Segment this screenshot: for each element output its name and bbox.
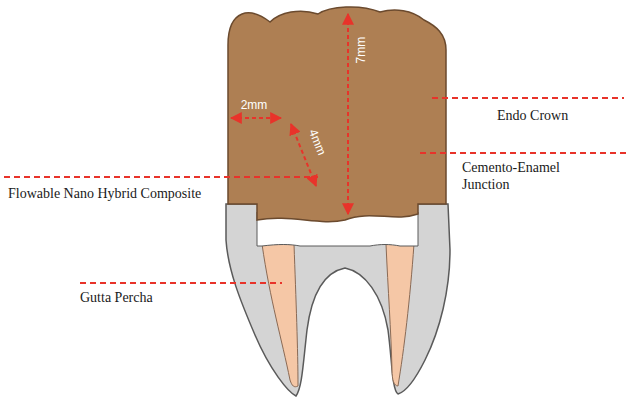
- part-label: Gutta Percha: [80, 290, 200, 307]
- dimension-label: 2mm: [241, 98, 268, 112]
- tooth-root: [226, 204, 450, 396]
- gutta-percha: [386, 244, 414, 386]
- part-label: Endo Crown: [497, 108, 617, 125]
- endo-crown: [228, 7, 446, 222]
- part-label: Cemento-Enamel Junction: [462, 160, 602, 194]
- dimension-arrows: [231, 14, 348, 214]
- leader-lines: [4, 98, 628, 283]
- dimension-label: 7mm: [354, 37, 368, 64]
- part-label: Flowable Nano Hybrid Composite: [8, 186, 208, 203]
- gutta-percha: [262, 244, 298, 387]
